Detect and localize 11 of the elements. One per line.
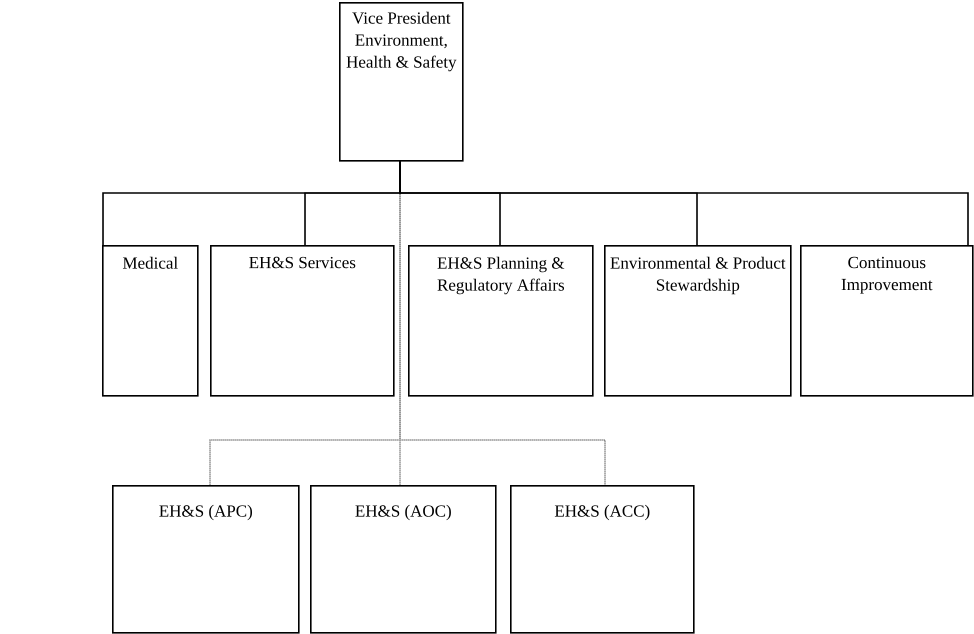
department-box: Medical — [102, 245, 199, 397]
department-box: Environmental & Product Stewardship — [604, 245, 792, 397]
department-box: EH&S Planning & Regulatory Affairs — [408, 245, 594, 397]
connector-line — [399, 162, 969, 245]
title-box: Vice President Environment, Health & Safety — [339, 2, 464, 162]
connector-line — [400, 161, 606, 486]
department-box: Continuous Improvement — [800, 245, 974, 397]
department-box: EH&S Services — [210, 245, 395, 397]
department-box: EH&S (APC) — [112, 485, 300, 634]
department-box: EH&S (ACC) — [510, 485, 695, 634]
department-box: EH&S (AOC) — [310, 485, 497, 634]
